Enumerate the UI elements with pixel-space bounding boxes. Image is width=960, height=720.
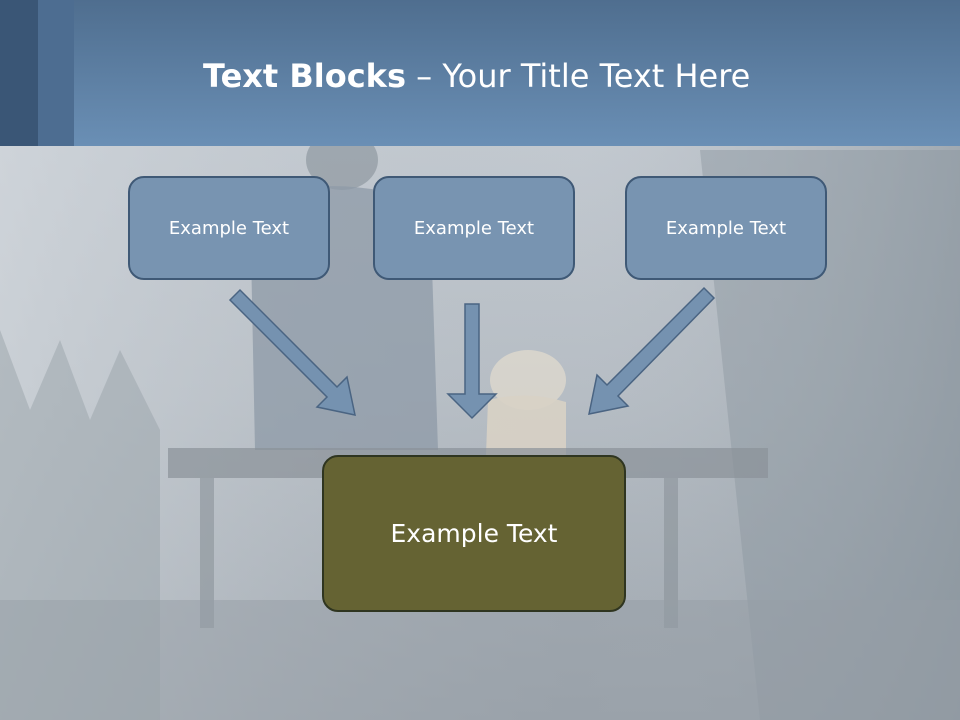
arrow-right	[588, 286, 716, 415]
top-box-1-label: Example Text	[168, 217, 290, 239]
top-box-3-label: Example Text	[665, 217, 787, 239]
header-accent-dark	[0, 0, 38, 146]
top-box-1: Example Text	[128, 176, 330, 280]
header-accent-mid	[38, 0, 74, 146]
bottom-box: Example Text	[322, 455, 626, 612]
title-rest: – Your Title Text Here	[406, 57, 751, 95]
title-bold: Text Blocks	[203, 57, 406, 95]
arrow-left	[228, 288, 356, 416]
arrow-center	[446, 303, 498, 420]
top-box-3: Example Text	[625, 176, 827, 280]
title-header	[0, 0, 960, 146]
bottom-box-label: Example Text	[390, 519, 558, 548]
page-title: Text Blocks – Your Title Text Here	[203, 54, 750, 98]
top-box-2: Example Text	[373, 176, 575, 280]
top-box-2-label: Example Text	[413, 217, 535, 239]
